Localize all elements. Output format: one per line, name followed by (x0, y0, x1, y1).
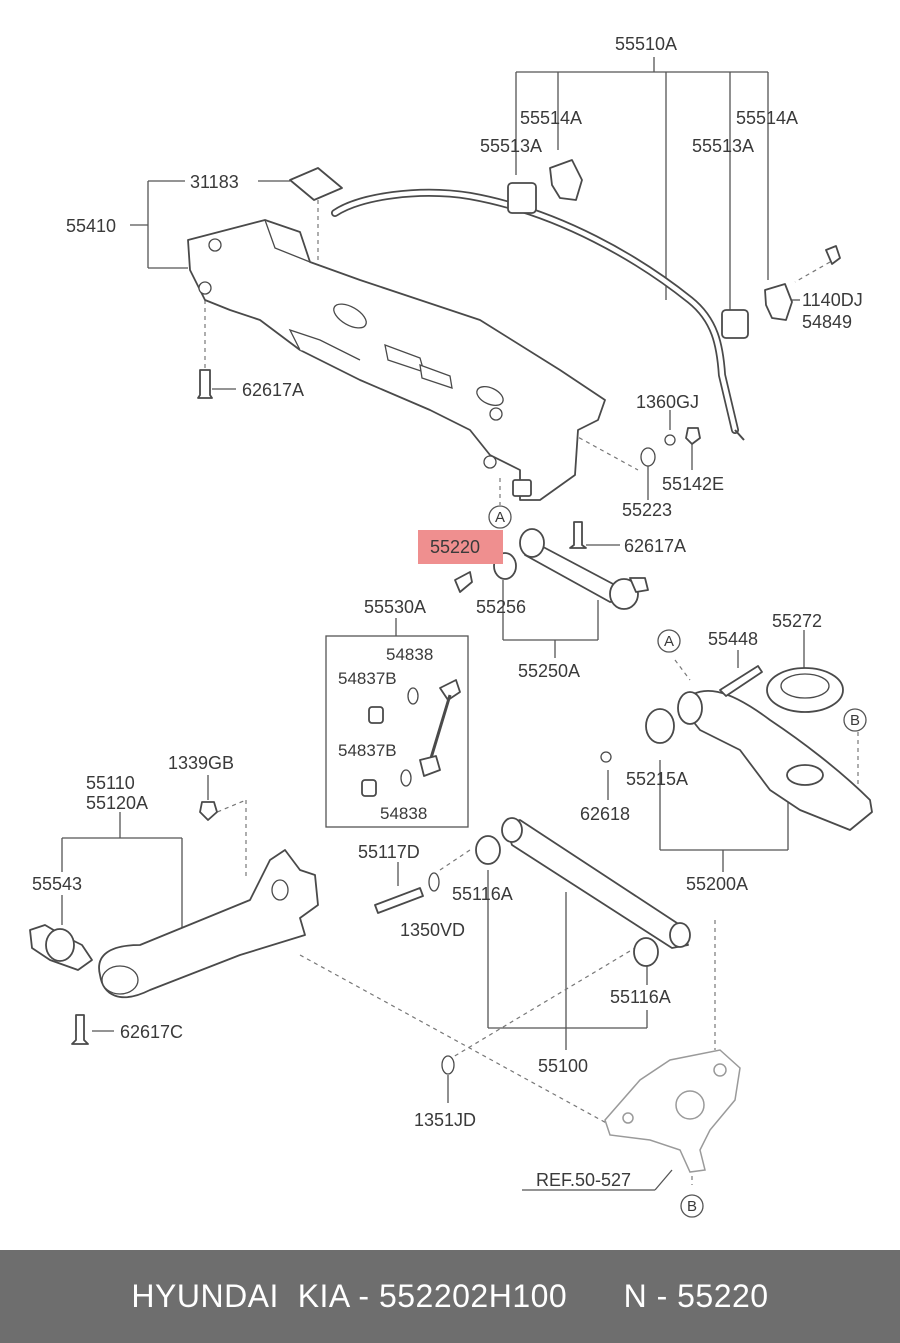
washer-1351jd (441, 1055, 455, 1075)
label-55514a-left: 55514A (520, 108, 582, 128)
bolt-62617a-top (197, 369, 213, 399)
label-54838-bottom: 54838 (380, 804, 427, 823)
label-55513a-left: 55513A (480, 136, 542, 156)
stabilizer-bushing-left (507, 182, 537, 214)
nut-1339gb (199, 801, 218, 821)
knuckle-ref-50-527 (604, 1049, 741, 1173)
label-1351jd: 1351JD (414, 1110, 476, 1130)
marker-a-2: A (657, 629, 681, 653)
parts-diagram-area: A A B B (29, 34, 873, 1218)
svg-text:B: B (687, 1198, 697, 1215)
lower-arm-55100 (374, 817, 691, 1075)
label-54849: 54849 (802, 312, 852, 332)
label-55116a-top: 55116A (452, 884, 513, 904)
bolt-62617c (71, 1014, 89, 1045)
washer-55223 (640, 447, 656, 467)
trailing-arm-55110 (29, 801, 319, 1045)
svg-text:A: A (664, 633, 674, 650)
label-55543: 55543 (32, 874, 82, 894)
marker-b-1: B (843, 708, 867, 732)
label-54837b-top: 54837B (338, 669, 397, 688)
label-55200a: 55200A (686, 874, 748, 894)
upper-arm-55200a (600, 665, 873, 831)
label-55120a: 55120A (86, 793, 148, 813)
label-62617a-top: 62617A (242, 380, 304, 400)
label-55514a-right: 55514A (736, 108, 798, 128)
bolt-1140dj (825, 245, 841, 265)
part-number-banner: HYUNDAI KIA - 552202H100 N - 55220 (0, 1250, 900, 1343)
crossmember-55410 (187, 219, 606, 501)
diagram-part-number: N - 55220 (623, 1278, 769, 1314)
plate-31183 (289, 167, 343, 201)
label-ref-50-527: REF.50-527 (536, 1170, 631, 1190)
stabilizer-clamp-right (764, 283, 793, 321)
exploded-parts-diagram: A A B B (29, 34, 873, 1218)
label-55223: 55223 (622, 500, 672, 520)
label-62618: 62618 (580, 804, 630, 824)
brand-and-oem-number: HYUNDAI KIA - 552202H100 (131, 1278, 568, 1314)
bolt-55117d (374, 887, 424, 914)
label-62617c: 62617C (120, 1022, 183, 1042)
label-55110: 55110 (86, 773, 135, 793)
nut-62618 (600, 751, 612, 763)
label-55513a-right: 55513A (692, 136, 754, 156)
label-55272: 55272 (772, 611, 822, 631)
label-55448: 55448 (708, 629, 758, 649)
label-31183: 31183 (190, 172, 239, 192)
stabilizer-clamp-left (549, 159, 583, 201)
leader-lines (61, 57, 805, 1191)
marker-a-1: A (488, 505, 512, 529)
label-55410: 55410 (66, 216, 116, 236)
label-62617a-mid: 62617A (624, 536, 686, 556)
label-1360gj: 1360GJ (636, 392, 699, 412)
label-1339gb: 1339GB (168, 753, 234, 773)
marker-b-2: B (680, 1194, 704, 1218)
part-labels: 55510A 55514A 55513A 55514A 55513A 31183… (32, 34, 863, 1190)
label-55256: 55256 (476, 597, 526, 617)
label-55220: 55220 (430, 537, 480, 557)
label-55117d: 55117D (358, 842, 420, 862)
highlight-55220 (418, 530, 503, 564)
label-55215a: 55215A (626, 769, 688, 789)
svg-text:B: B (850, 712, 860, 729)
bolt-62617a-mid (569, 521, 587, 549)
nut-1360gj (664, 434, 676, 446)
label-55116a-bottom: 55116A (610, 987, 671, 1007)
label-55510a: 55510A (615, 34, 677, 54)
label-55250a: 55250A (518, 661, 580, 681)
washer-1350vd (428, 872, 440, 892)
banner-spacer (567, 1278, 623, 1315)
label-55100: 55100 (538, 1056, 588, 1076)
stabilizer-link-55530a (361, 679, 461, 797)
label-1350vd: 1350VD (400, 920, 465, 940)
label-54838-top: 54838 (386, 645, 433, 664)
label-1140dj: 1140DJ (802, 290, 863, 310)
label-54837b-bottom: 54837B (338, 741, 397, 760)
svg-text:A: A (495, 509, 505, 526)
stabilizer-bushing-right (721, 309, 749, 339)
label-55530a: 55530A (364, 597, 426, 617)
label-55142e: 55142E (662, 474, 724, 494)
nut-55142e (685, 427, 701, 445)
lower-arm-55250a (454, 528, 649, 610)
